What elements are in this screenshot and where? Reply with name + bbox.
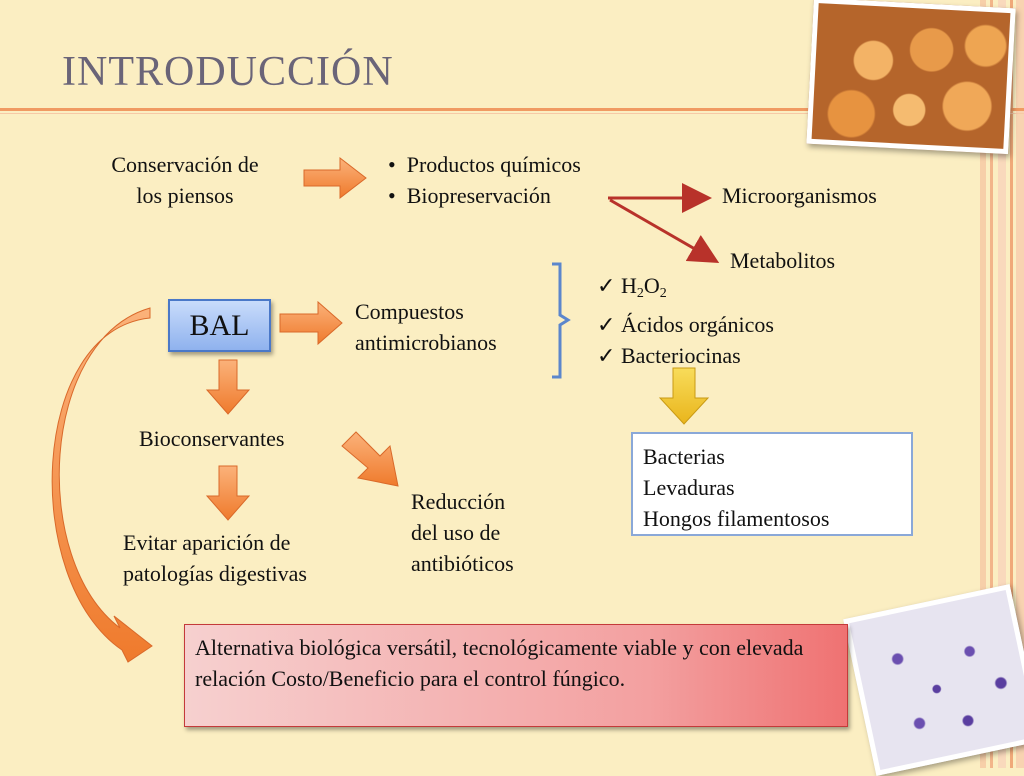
check-icon: ✓ — [597, 343, 616, 368]
list-item: ✓ H2O2 — [597, 270, 774, 309]
compuestos-label: Compuestos antimicrobianos — [355, 296, 497, 358]
list-item: ✓ Ácidos orgánicos — [597, 309, 774, 340]
antimicrobial-list: ✓ H2O2 ✓ Ácidos orgánicos ✓ Bacteriocina… — [597, 270, 774, 371]
arrow-bioconservantes-evitar — [205, 465, 251, 521]
reduccion-label: Reducción del uso de antibióticos — [411, 486, 514, 579]
methods-list: • Productos químicos • Biopreservación — [388, 149, 581, 211]
conservacion-line2: los piensos — [136, 183, 234, 208]
bioconservantes-label: Bioconservantes — [139, 426, 285, 451]
evitar-line1: Evitar aparición de — [123, 530, 291, 555]
bullet-productos-quimicos: Productos químicos — [406, 152, 581, 177]
title-divider-thin — [0, 113, 1024, 114]
check-icon: ✓ — [597, 273, 616, 298]
bracket — [552, 262, 571, 379]
bal-box: BAL — [168, 299, 271, 352]
arrow-bioconservantes-reduccion — [341, 431, 399, 487]
target-bacterias: Bacterias — [643, 444, 725, 469]
metabolitos-label: Metabolitos — [730, 248, 836, 273]
title-divider — [0, 108, 1024, 111]
conservacion-label: Conservación de los piensos — [84, 149, 286, 211]
target-levaduras: Levaduras — [643, 475, 735, 500]
evitar-line2: patologías digestivas — [123, 561, 307, 586]
evitar-label: Evitar aparición de patologías digestiva… — [123, 527, 307, 589]
conclusion-box: Alternativa biológica versátil, tecnológ… — [184, 624, 848, 727]
bullet-biopreservacion: Biopreservación — [406, 183, 551, 208]
list-item: ✓ Bacteriocinas — [597, 340, 774, 371]
reduccion-line3: antibióticos — [411, 551, 514, 576]
reduccion-line1: Reducción — [411, 489, 506, 514]
list-item: • Productos químicos — [388, 152, 581, 177]
arrow-bal-bioconservantes — [205, 359, 251, 415]
list-item: • Biopreservación — [388, 183, 551, 208]
compuestos-line1: Compuestos — [355, 299, 464, 324]
page-title: INTRODUCCIÓN — [62, 49, 394, 95]
arrow-bacteriocinas-targets — [658, 367, 710, 425]
acidos-label: Ácidos orgánicos — [620, 312, 774, 337]
targets-box: Bacterias Levaduras Hongos filamentosos — [631, 432, 913, 536]
check-icon: ✓ — [597, 312, 616, 337]
decorative-stripes — [980, 0, 1024, 768]
microorganismos-label: Microorganismos — [722, 183, 877, 208]
arrow-conservacion — [303, 156, 367, 200]
h2o2-label: H2O2 — [620, 273, 667, 301]
arrow-to-metabolitos — [609, 198, 720, 263]
arrow-bal-compuestos — [279, 300, 343, 346]
conservacion-line1: Conservación de — [111, 152, 259, 177]
compuestos-line2: antimicrobianos — [355, 330, 497, 355]
bacteriocinas-label: Bacteriocinas — [620, 343, 741, 368]
target-hongos: Hongos filamentosos — [643, 506, 830, 531]
curved-arrow — [51, 307, 153, 663]
reduccion-line2: del uso de — [411, 520, 501, 545]
